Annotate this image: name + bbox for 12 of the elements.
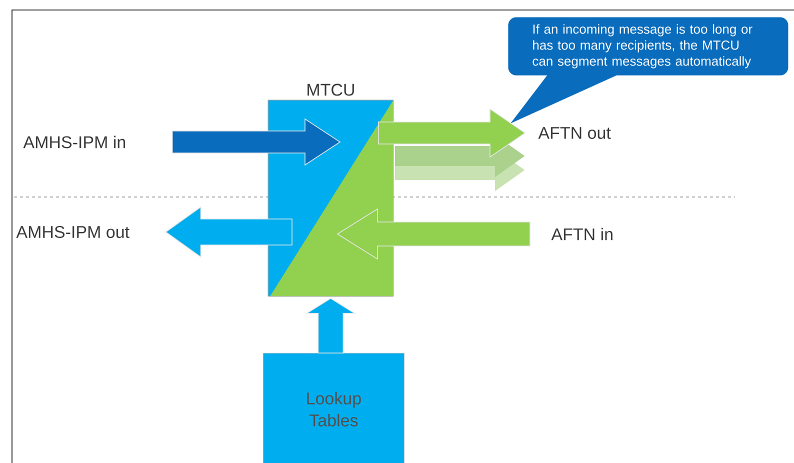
input-label: AFTN in (551, 228, 612, 240)
block-arrow (305, 298, 356, 354)
output-label: AMHS-IPM out (16, 226, 130, 238)
output-label: AFTN out (538, 127, 611, 139)
node-label: MTCU (308, 84, 354, 96)
block-arrow (378, 108, 526, 158)
lookup-box: Lookup Tables (263, 353, 404, 463)
block-arrow (172, 118, 341, 166)
block-arrow (336, 208, 530, 260)
block-arrow (165, 206, 292, 258)
callout-tail (510, 74, 618, 124)
input-label: AMHS-IPM in (23, 136, 126, 148)
